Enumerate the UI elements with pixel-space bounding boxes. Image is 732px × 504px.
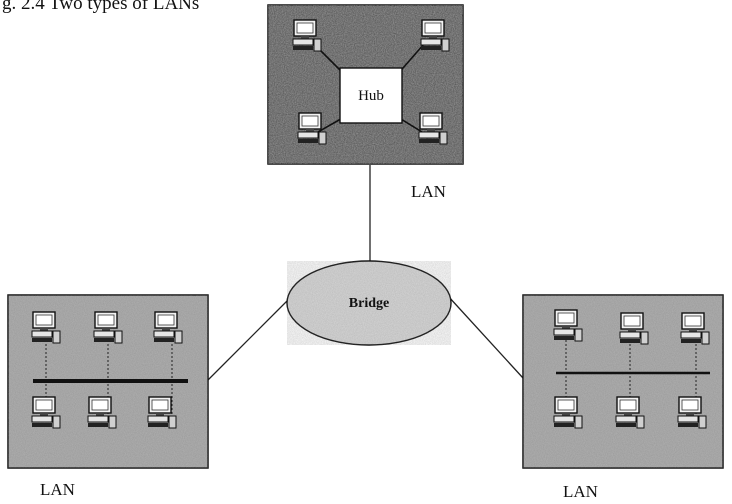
lan-panel-left <box>7 294 209 469</box>
bridge-node: Bridge <box>286 260 452 346</box>
bridge-label: Bridge <box>349 296 389 311</box>
link-bridge-to-left-lan <box>207 297 291 381</box>
lan-panel-right <box>522 294 724 469</box>
lan-label-right: LAN <box>563 482 598 501</box>
lan-label-top: LAN <box>411 182 446 201</box>
link-bridge-to-right-lan <box>447 295 524 379</box>
lan-label-left: LAN <box>40 480 75 499</box>
figure-caption: g. 2.4 Two types of LANs <box>2 0 200 14</box>
hub-box <box>339 67 403 124</box>
hub-label: Hub <box>358 88 384 104</box>
lan-panel-top: Hub <box>267 4 464 165</box>
